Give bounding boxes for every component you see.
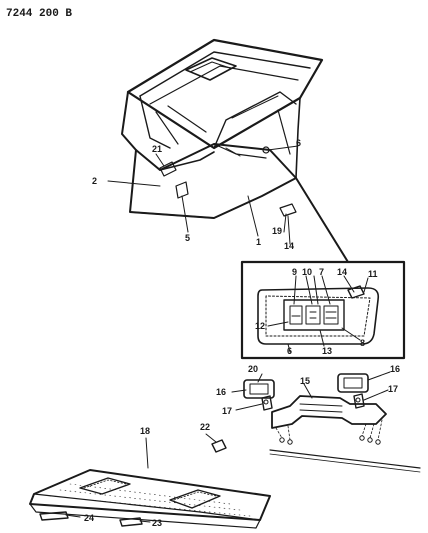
callout-17-right: 17 [388,384,398,394]
callout-16-right: 16 [390,364,400,374]
detail-callout-9: 9 [292,267,297,277]
callout-20: 20 [248,364,258,374]
callout-24: 24 [84,513,94,523]
callout-16-left: 16 [216,387,226,397]
callout-23: 23 [152,518,162,528]
detail-callout-14: 14 [337,267,347,277]
callout-18: 18 [140,426,150,436]
vehicle-body-illustration [121,38,324,219]
callout-21: 21 [152,144,162,154]
detail-callout-10: 10 [302,267,312,277]
callout-19: 19 [272,226,282,236]
detail-callout-12: 12 [255,321,265,331]
callout-1: 1 [256,237,261,247]
callout-14: 14 [284,241,294,251]
callout-5: 5 [185,233,190,243]
detail-callout-8: 8 [360,338,365,348]
detail-callout-13: 13 [322,346,332,356]
detail-callout-6: 6 [287,346,292,356]
top-leader-lines [107,145,349,263]
bracket-assembly [231,371,421,473]
callout-22: 22 [200,422,210,432]
detail-callout-7: 7 [319,267,324,277]
callout-17-left: 17 [222,406,232,416]
headliner-panel [29,433,271,529]
detail-callout-11: 11 [368,269,378,279]
drawing-number: 7244 200 B [6,8,72,20]
callout-6: 6 [296,138,301,148]
callout-2: 2 [92,176,97,186]
callout-15: 15 [300,376,310,386]
detail-box [240,260,406,360]
